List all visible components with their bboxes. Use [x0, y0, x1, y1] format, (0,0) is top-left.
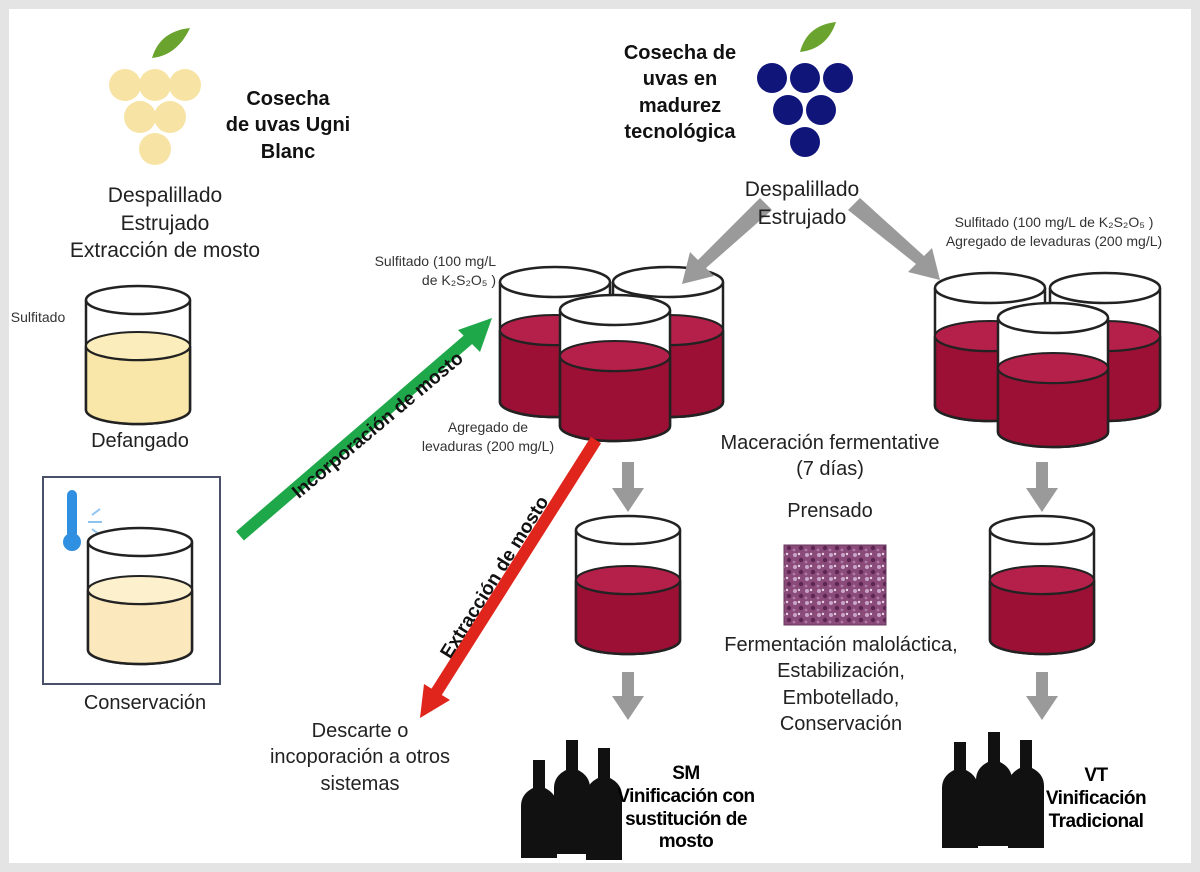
sm-bottles-icon — [521, 740, 622, 860]
center-vat-group — [498, 265, 725, 443]
gray-arrows — [612, 198, 1058, 720]
right-press-beaker — [988, 514, 1096, 656]
white-must-beaker — [84, 284, 192, 426]
defangado-label: Defangado — [91, 430, 189, 452]
arrow-center-down-2 — [612, 672, 644, 720]
conservation-beaker — [86, 526, 194, 666]
maceracion-label: Maceración fermentative (7 días) — [720, 432, 940, 481]
center-press-beaker — [574, 514, 682, 656]
sulfitado-right-label: Sulfitado (100 mg/L de K₂S₂O₅ ) Agregado… — [945, 214, 1163, 249]
ugni-harvest-label: Cosecha de uvas Ugni Blanc — [225, 88, 351, 163]
arrow-center-down-1 — [612, 462, 644, 512]
yeast-center-label: Agregado de levaduras (200 mg/L) — [421, 419, 555, 454]
post-steps-label: Fermentación maloláctica, Estabilización… — [724, 634, 958, 736]
dark-grape-icon — [757, 22, 853, 157]
tech-steps-label: Despalillado Estrujado — [744, 178, 860, 229]
arrow-right-down-1 — [1026, 462, 1058, 512]
ugni-grape-icon — [109, 28, 201, 165]
right-vat-group — [933, 271, 1162, 449]
vt-bottles-icon — [942, 732, 1044, 848]
arrow-right-down-2 — [1026, 672, 1058, 720]
prensado-label: Prensado — [787, 500, 873, 522]
sm-result-label: SM Vinificación con sustitución de mosto — [617, 763, 755, 853]
tech-harvest-label: Cosecha de uvas en madurez tecnológica — [623, 42, 737, 144]
vt-result-label: VT Vinificación Tradicional — [1045, 765, 1147, 832]
extraction-arrow — [420, 436, 602, 718]
incorporation-arrow — [236, 318, 492, 541]
descarte-label: Descarte o incoporación a otros sistemas — [269, 720, 451, 795]
sulfitado-left-label: Sulfitado — [10, 309, 66, 325]
arrow-to-right-vats — [848, 198, 940, 280]
sulfitado-center-label: Sulfitado (100 mg/L de K₂S₂O₅ ) — [374, 253, 496, 288]
ugni-steps-label: Despalillado Estrujado Extracción de mos… — [69, 184, 261, 263]
thermometer-icon — [63, 490, 102, 551]
conservacion-label: Conservación — [83, 692, 207, 714]
arrow-to-center-vats — [682, 198, 772, 284]
pomace-image — [783, 544, 887, 626]
